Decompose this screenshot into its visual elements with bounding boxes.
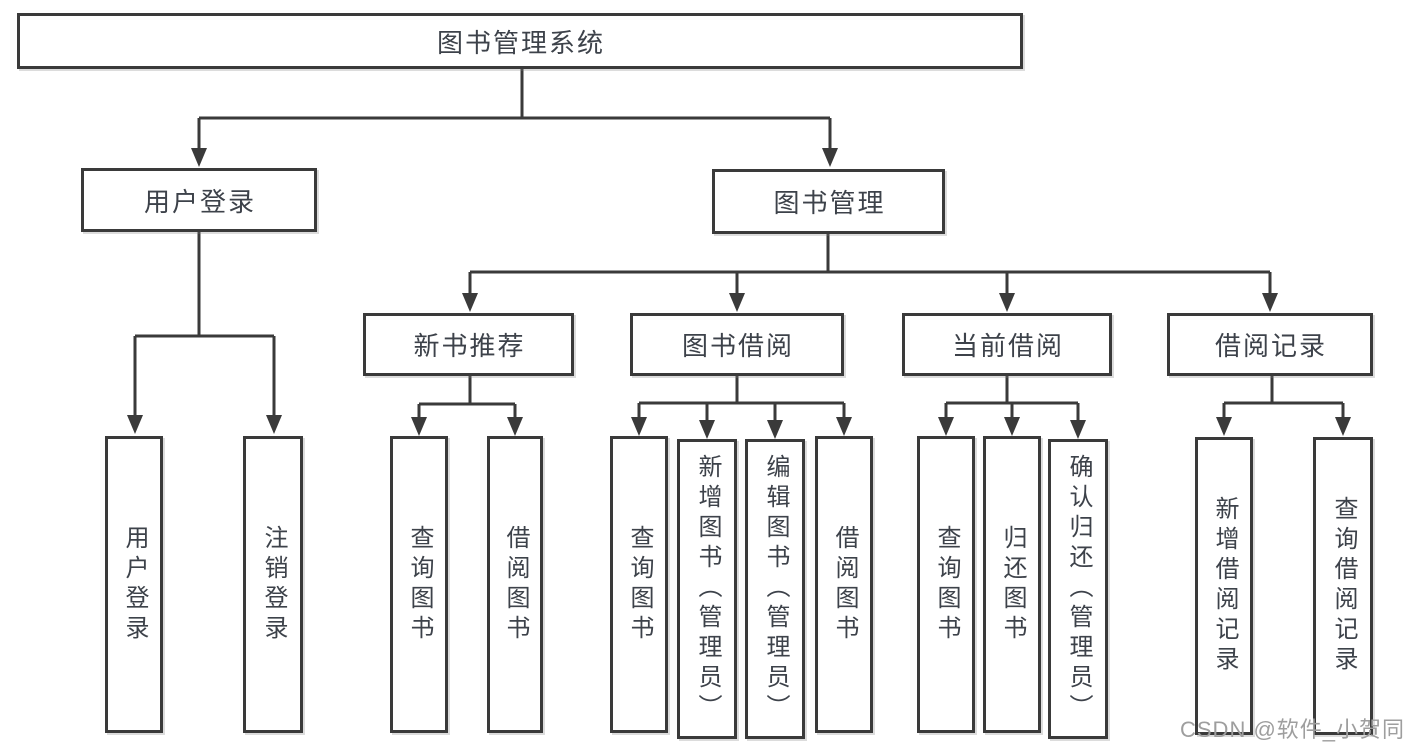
leaf-label: 新增图书（管理员） [694,454,721,724]
node-leaf-borrow-books-borrowing: 借阅图书 [815,436,873,733]
node-leaf-query-books-borrowing: 查询图书 [610,436,668,733]
leaf-label: 确认归还（管理员） [1065,454,1092,724]
node-user-login: 用户登录 [81,168,317,232]
leaf-label: 编辑图书（管理员） [762,454,789,724]
leaf-label: 查询图书 [626,524,653,645]
node-book-management-label: 图书管理 [773,188,886,218]
node-root-label: 图书管理系统 [436,27,605,58]
node-leaf-logout: 注销登录 [243,436,303,733]
connector-stems [133,69,1345,424]
leaf-label: 用户登录 [121,524,148,645]
node-current-borrowing: 当前借阅 [902,313,1112,376]
leaf-label: 查询图书 [933,524,960,645]
node-leaf-borrow-books-recommend: 借阅图书 [487,436,543,733]
node-borrowing-records: 借阅记录 [1167,313,1373,376]
arrowheads [127,148,1351,439]
node-borrowing-records-label: 借阅记录 [1214,331,1327,361]
node-leaf-return-books: 归还图书 [983,436,1041,733]
leaf-label: 归还图书 [999,524,1026,645]
leaf-label: 查询借阅记录 [1330,496,1357,676]
leaf-label: 借阅图书 [502,524,529,645]
watermark: CSDN @软件_小贺同学 [1180,717,1405,742]
node-new-book-recommend: 新书推荐 [363,313,574,376]
node-leaf-edit-books-admin: 编辑图书（管理员） [745,439,805,739]
node-current-borrowing-label: 当前借阅 [951,331,1064,361]
node-leaf-query-books-current: 查询图书 [917,436,975,733]
node-root: 图书管理系统 [17,13,1023,69]
node-leaf-query-books-recommend: 查询图书 [390,436,448,733]
node-leaf-add-books-admin: 新增图书（管理员） [677,439,737,739]
node-book-borrowing: 图书借阅 [630,313,844,376]
node-new-book-recommend-label: 新书推荐 [413,331,526,361]
leaf-label: 借阅图书 [831,524,858,645]
node-leaf-query-borrow-record: 查询借阅记录 [1313,437,1373,735]
node-leaf-confirm-return-admin: 确认归还（管理员） [1048,439,1108,739]
leaf-label: 查询图书 [406,524,433,645]
node-leaf-add-borrow-record: 新增借阅记录 [1195,437,1253,735]
leaf-label: 新增借阅记录 [1211,496,1238,676]
node-book-management: 图书管理 [712,169,945,234]
node-leaf-user-login: 用户登录 [105,436,163,733]
node-user-login-label: 用户登录 [143,186,256,217]
leaf-label: 注销登录 [260,524,287,645]
node-book-borrowing-label: 图书借阅 [681,331,794,361]
